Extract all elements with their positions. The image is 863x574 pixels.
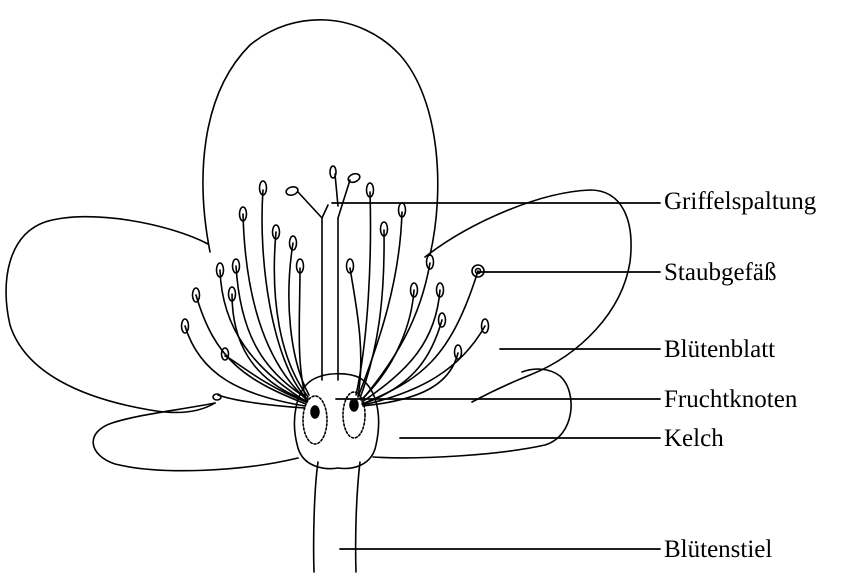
label-bluetenblatt: Blütenblatt: [664, 337, 775, 362]
label-griffelspaltung: Griffelspaltung: [664, 189, 816, 214]
style: [322, 218, 338, 380]
label-kelch: Kelch: [664, 426, 724, 451]
left-sepal: [93, 403, 298, 471]
top-petal: [203, 20, 438, 255]
left-petal: [6, 217, 215, 413]
left-ovule: [303, 396, 327, 444]
label-staubgefaess: Staubgefäß: [664, 260, 776, 285]
label-bluetenstiel: Blütenstiel: [664, 537, 772, 562]
style-branches: [298, 174, 350, 218]
stalk: [314, 462, 360, 572]
label-fruchtknoten: Fruchtknoten: [664, 387, 797, 412]
ovary: [294, 374, 378, 469]
